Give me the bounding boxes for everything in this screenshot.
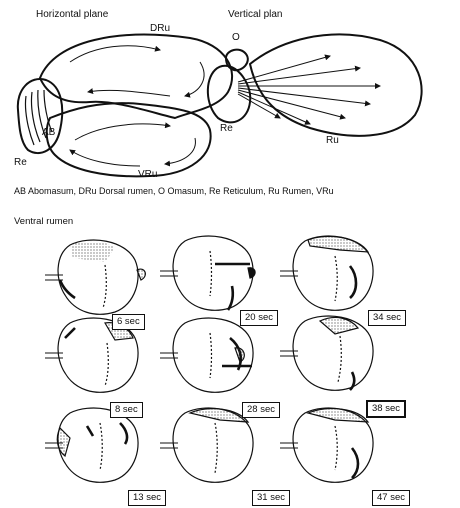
time-label-1: 6 sec: [112, 314, 145, 330]
time-label-3: 34 sec: [368, 310, 406, 326]
panel-9: [280, 408, 373, 482]
label-vru: VRu: [138, 170, 157, 180]
legend-text: AB Abomasum, DRu Dorsal rumen, O Omasum,…: [14, 186, 334, 196]
panel-6: [280, 316, 373, 390]
time-label-8: 31 sec: [252, 490, 290, 506]
reticulum-outline-v: [208, 66, 250, 123]
panel-grid: [45, 236, 373, 482]
label-re-right: Re: [220, 124, 233, 134]
time-label-7: 13 sec: [128, 490, 166, 506]
time-label-9: 47 sec: [372, 490, 410, 506]
panel-1: [45, 240, 145, 314]
panel-8: [160, 408, 253, 482]
vertical-plane-figure: [208, 34, 422, 135]
label-re-left: Re: [14, 158, 27, 168]
panel-5: [160, 318, 253, 392]
omasum-outline: [226, 50, 248, 71]
panel-7: [45, 408, 138, 482]
panel-3: [280, 236, 373, 310]
horizontal-plane-figure: [18, 35, 232, 177]
label-dru: DRu: [150, 24, 170, 34]
time-label-5: 28 sec: [242, 402, 280, 418]
horizontal-plane-title: Horizontal plane: [36, 10, 108, 20]
time-label-6: 38 sec: [366, 400, 406, 418]
label-ab: AB: [42, 128, 55, 138]
time-label-2: 20 sec: [240, 310, 278, 326]
panel-2: [160, 236, 255, 310]
time-label-4: 8 sec: [110, 402, 143, 418]
label-ru: Ru: [326, 136, 339, 146]
rumen-outline: [250, 34, 422, 135]
dorsal-rumen-outline: [40, 35, 232, 118]
vertical-plane-title: Vertical plan: [228, 10, 282, 20]
subtitle-ventral-rumen: Ventral rumen: [14, 216, 73, 227]
label-o: O: [232, 33, 240, 43]
